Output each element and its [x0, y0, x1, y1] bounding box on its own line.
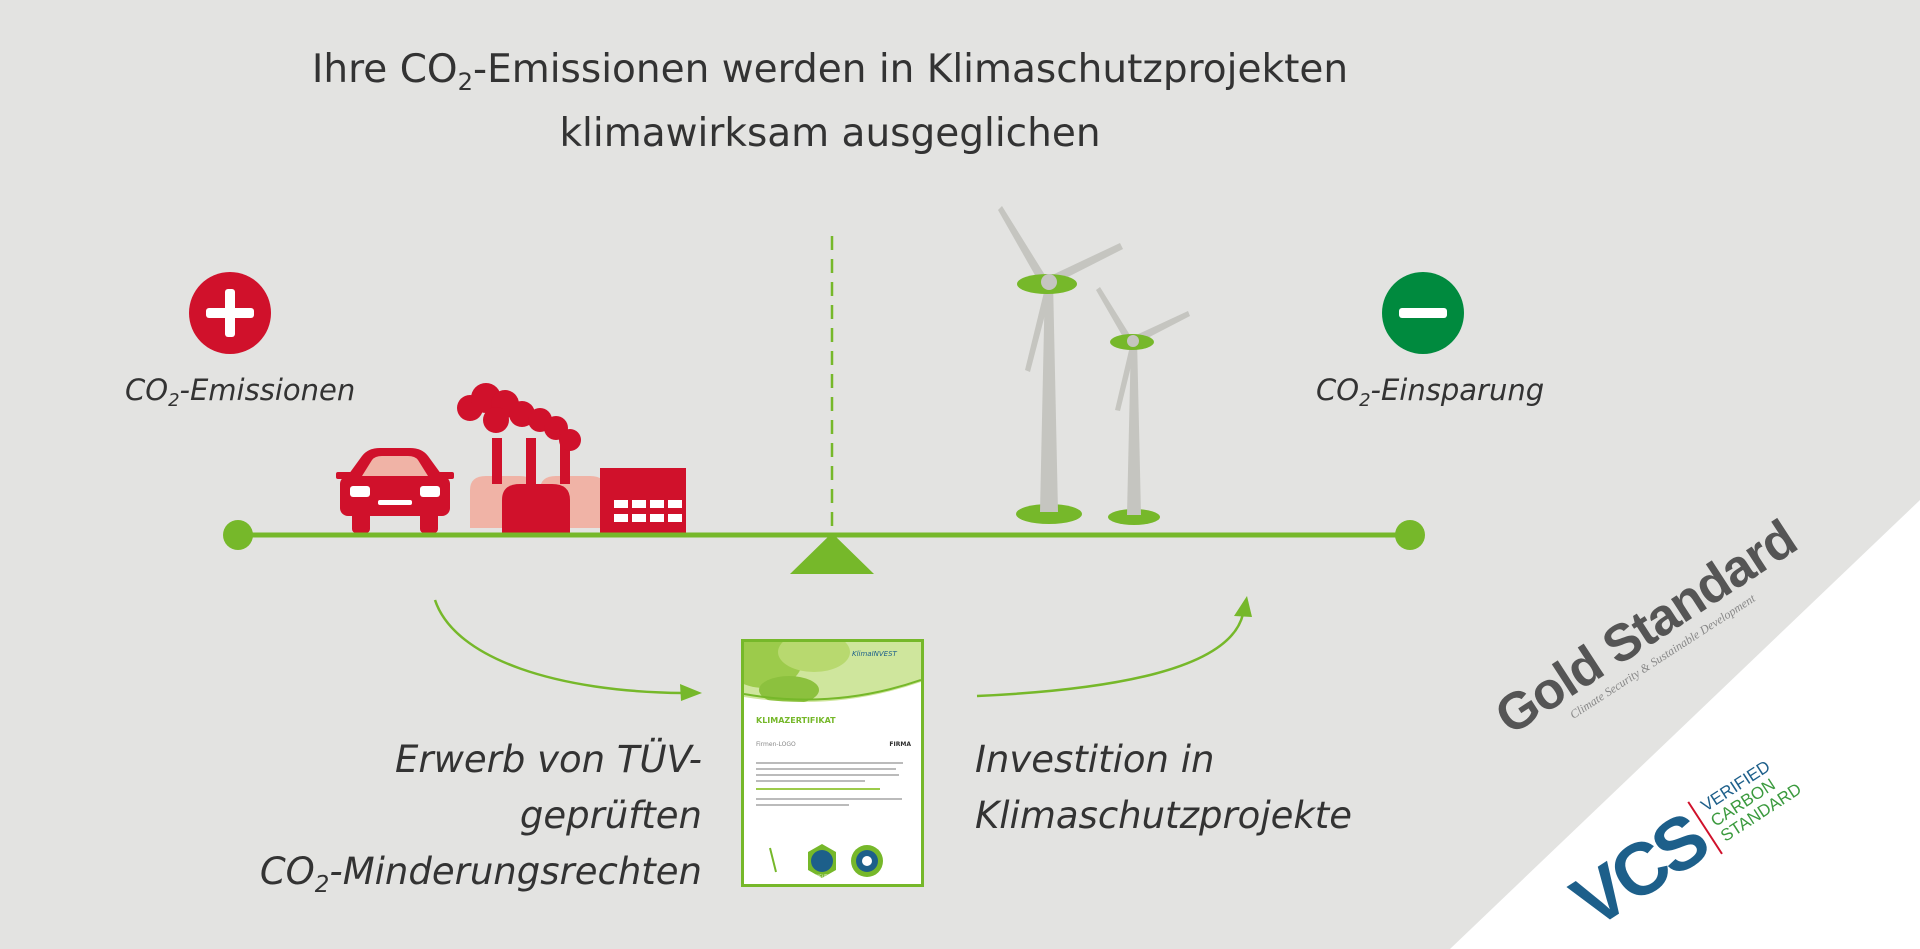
factory-icon [457, 383, 686, 534]
investment-text-line-2: Klimaschutzprojekte [975, 794, 1353, 837]
investment-text-line-1: Investition in [975, 738, 1215, 781]
certificate-leaf-header [744, 642, 921, 712]
purchase-text-line-2: CO2-Minderungsrechten [259, 850, 702, 899]
emissions-label: CO2-Emissionen [125, 373, 356, 412]
climate-certificate: KlimaINVEST KLIMAZERTIFIKAT Firmen-LOGO … [741, 639, 924, 887]
beam-end-left [223, 520, 253, 550]
savings-label: CO2-Einsparung [1316, 373, 1545, 412]
car-icon [336, 448, 454, 533]
page-title: Ihre CO2-Emissionen werden in Klimaschut… [0, 40, 1660, 164]
arrow-to-projects [976, 613, 1245, 698]
certificate-seals [769, 844, 883, 878]
wind-turbine-small-icon [1096, 287, 1190, 525]
certificate-brand: KlimaINVEST [852, 650, 897, 658]
certificate-logo-placeholder: Firmen-LOGO [756, 741, 796, 748]
certificate-company: FIRMA [889, 741, 911, 748]
title-line-2: klimawirksam ausgeglichen [559, 111, 1101, 156]
wind-turbine-large-icon [998, 206, 1123, 524]
certificate-seal-text: KLIMANEUTRAL [804, 874, 835, 879]
purchase-text-line-1: Erwerb von TÜV-geprüften [395, 738, 702, 837]
plus-icon [189, 272, 271, 354]
purchase-text: Erwerb von TÜV-geprüften CO2-Minderungsr… [230, 732, 702, 905]
investment-text: Investition in Klimaschutzprojekte [975, 732, 1352, 844]
beam-end-right [1395, 520, 1425, 550]
logos-panel [1450, 500, 1920, 949]
certificate-heading: KLIMAZERTIFIKAT [756, 716, 836, 725]
title-line-1: Ihre CO2-Emissionen werden in Klimaschut… [311, 47, 1349, 97]
minus-icon [1382, 272, 1464, 354]
fulcrum-triangle [790, 533, 874, 574]
certificate-meta: Firmen-LOGO FIRMA [756, 741, 911, 748]
arrow-to-certificate [433, 599, 684, 695]
